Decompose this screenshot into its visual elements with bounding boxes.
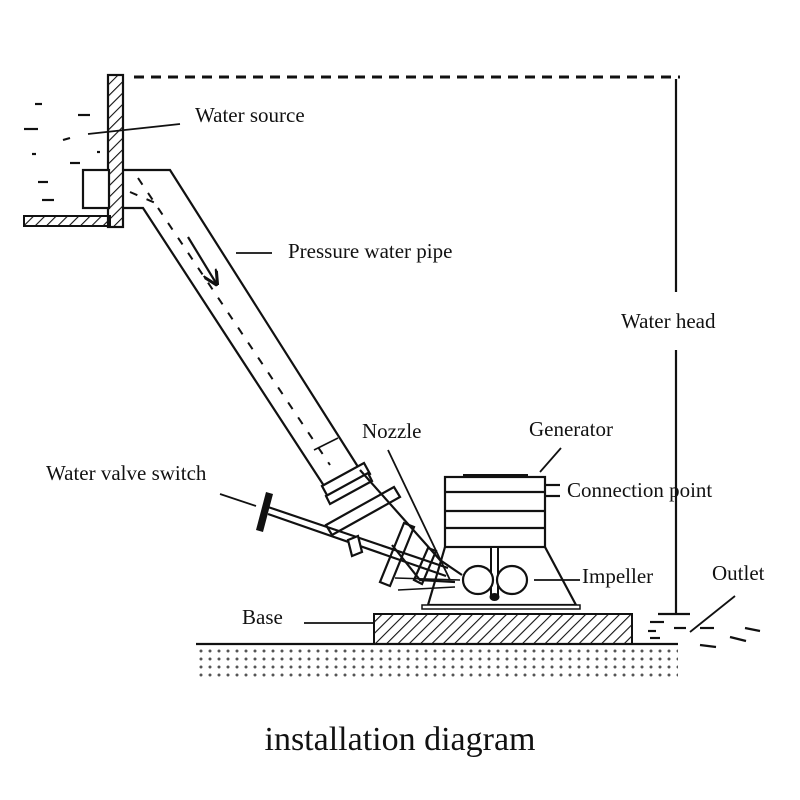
label-pressure-pipe: Pressure water pipe: [288, 239, 452, 263]
leader-lines: [87, 123, 736, 633]
flow-arrow-icon: [187, 236, 216, 283]
label-water-head: Water head: [621, 309, 716, 333]
foundation: [196, 613, 678, 679]
intake-box: [81, 168, 111, 210]
ground: [196, 645, 678, 679]
label-water-source: Water source: [195, 103, 305, 127]
label-water-valve-switch: Water valve switch: [46, 461, 207, 485]
pipe-couplings: [320, 461, 438, 588]
label-base: Base: [242, 605, 283, 629]
impeller: [461, 564, 529, 596]
diagram-caption: installation diagram: [265, 721, 536, 758]
label-impeller: Impeller: [582, 564, 653, 588]
label-outlet: Outlet: [712, 561, 765, 585]
valve-handwheel: [256, 492, 273, 532]
dam-wall: [106, 73, 125, 229]
water-valve-switch: [256, 492, 449, 578]
generator-unit: [421, 474, 581, 610]
pressure-pipe: [123, 168, 361, 493]
base-block: [373, 613, 633, 645]
label-generator: Generator: [529, 417, 613, 441]
reservoir: [23, 73, 680, 229]
label-connection-point: Connection point: [567, 478, 712, 502]
label-nozzle: Nozzle: [362, 419, 421, 443]
reservoir-floor: [23, 215, 111, 227]
outlet-splash: [648, 612, 761, 649]
water-marks: [24, 102, 100, 202]
